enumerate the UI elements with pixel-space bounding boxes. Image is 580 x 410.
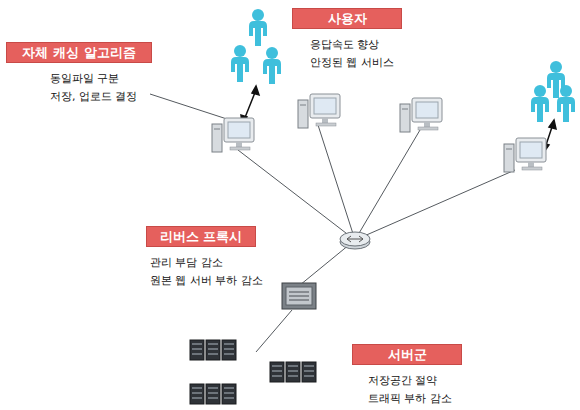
note-text: 관리 부담 감소: [150, 254, 223, 272]
label-box: 리버스 프록시: [146, 226, 256, 247]
server-rack: [190, 340, 204, 360]
label-box: 사용자: [292, 8, 402, 29]
label-box: 자체 캐싱 알고리즘: [6, 42, 152, 63]
server-rack: [206, 340, 220, 360]
server-rack: [206, 384, 220, 404]
note-text: 원본 웹 서버 부하 감소: [150, 272, 263, 290]
server-rack: [222, 340, 236, 360]
note-text: 저장, 업로드 결정: [50, 88, 138, 106]
server-rack: [190, 384, 204, 404]
callout-group: 사용자응답속도 향상안정된 웹 서비스: [292, 8, 402, 72]
label-box: 서버군: [352, 344, 462, 365]
callout-group: 리버스 프록시관리 부담 감소원본 웹 서버 부하 감소: [146, 226, 263, 290]
callout-group: 자체 캐싱 알고리즘동일파일 구분저장, 업로드 결정: [6, 42, 152, 106]
note-text: 동일파일 구분: [50, 70, 120, 88]
note-text: 트래픽 부하 감소: [368, 390, 452, 408]
note-text: 응답속도 향상: [310, 36, 380, 54]
note-text: 안정된 웹 서비스: [310, 54, 394, 72]
note-text: 저장공간 절약: [368, 372, 438, 390]
callout-group: 서버군저장공간 절약트래픽 부하 감소: [352, 344, 462, 408]
server-rack: [286, 362, 300, 382]
server-rack: [222, 384, 236, 404]
server-rack: [302, 362, 316, 382]
server-rack: [270, 362, 284, 382]
